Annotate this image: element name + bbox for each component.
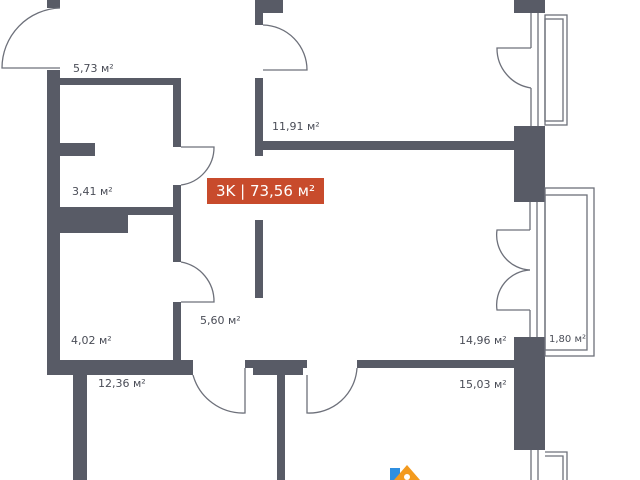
room-area-bedroom-right: 15,03 м² xyxy=(459,378,507,391)
windows xyxy=(529,13,539,480)
brand-logo-icon xyxy=(390,465,420,480)
apartment-summary-badge: 3K | 73,56 м² xyxy=(207,178,324,204)
room-area-wc: 4,02 м² xyxy=(71,334,112,347)
walls xyxy=(47,0,545,480)
doors xyxy=(1,7,532,414)
room-area-bedroom-top: 11,91 м² xyxy=(272,120,320,133)
room-area-hall: 5,73 м² xyxy=(73,62,114,75)
room-area-corridor: 5,60 м² xyxy=(200,314,241,327)
balconies xyxy=(544,14,595,480)
room-area-living: 14,96 м² xyxy=(459,334,507,347)
room-area-bathroom: 3,41 м² xyxy=(72,185,113,198)
room-area-balcony: 1,80 м² xyxy=(549,334,586,345)
room-area-bedroom-left: 12,36 м² xyxy=(98,377,146,390)
